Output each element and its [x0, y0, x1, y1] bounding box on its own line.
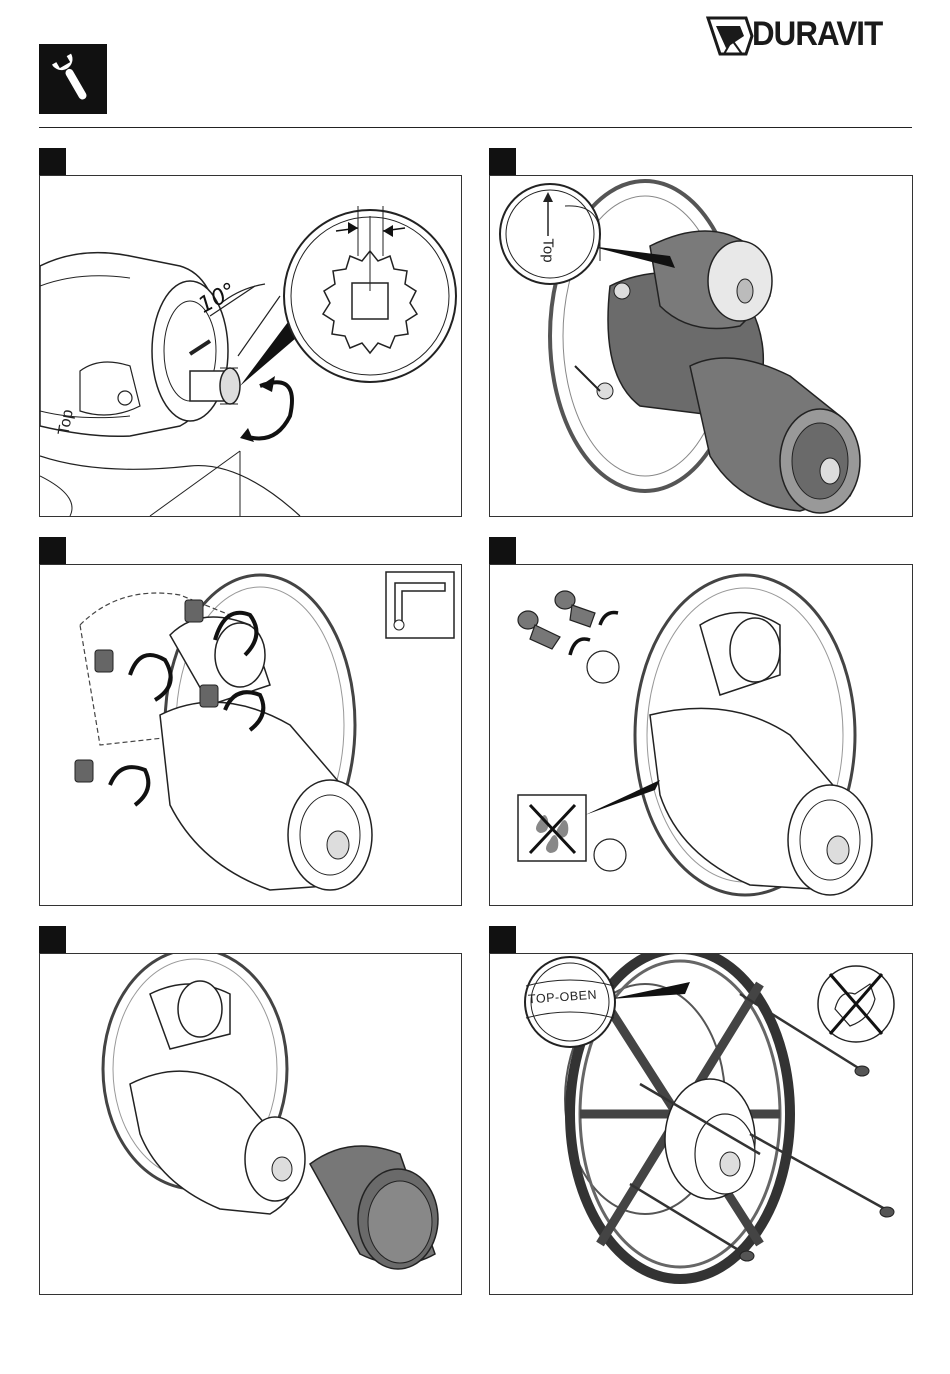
top-label: Top: [540, 238, 557, 262]
brand-name: DURAVIT: [752, 14, 882, 54]
step-3-marker: [39, 537, 66, 564]
step-1-illustration: Top 10°: [39, 175, 462, 517]
step-2-marker: [489, 148, 516, 175]
step-5-illustration: [39, 953, 462, 1295]
step-5-marker: [39, 926, 66, 953]
wrench-icon: [39, 44, 107, 114]
step-1-marker: [39, 148, 66, 175]
step-6-illustration: TOP-OBEN: [489, 953, 913, 1295]
header-divider: [39, 127, 912, 128]
step-3-illustration: [39, 564, 462, 906]
step-2-illustration: Top: [489, 175, 913, 517]
step-4-marker: [489, 537, 516, 564]
step-6-marker: [489, 926, 516, 953]
step-4-illustration: [489, 564, 913, 906]
